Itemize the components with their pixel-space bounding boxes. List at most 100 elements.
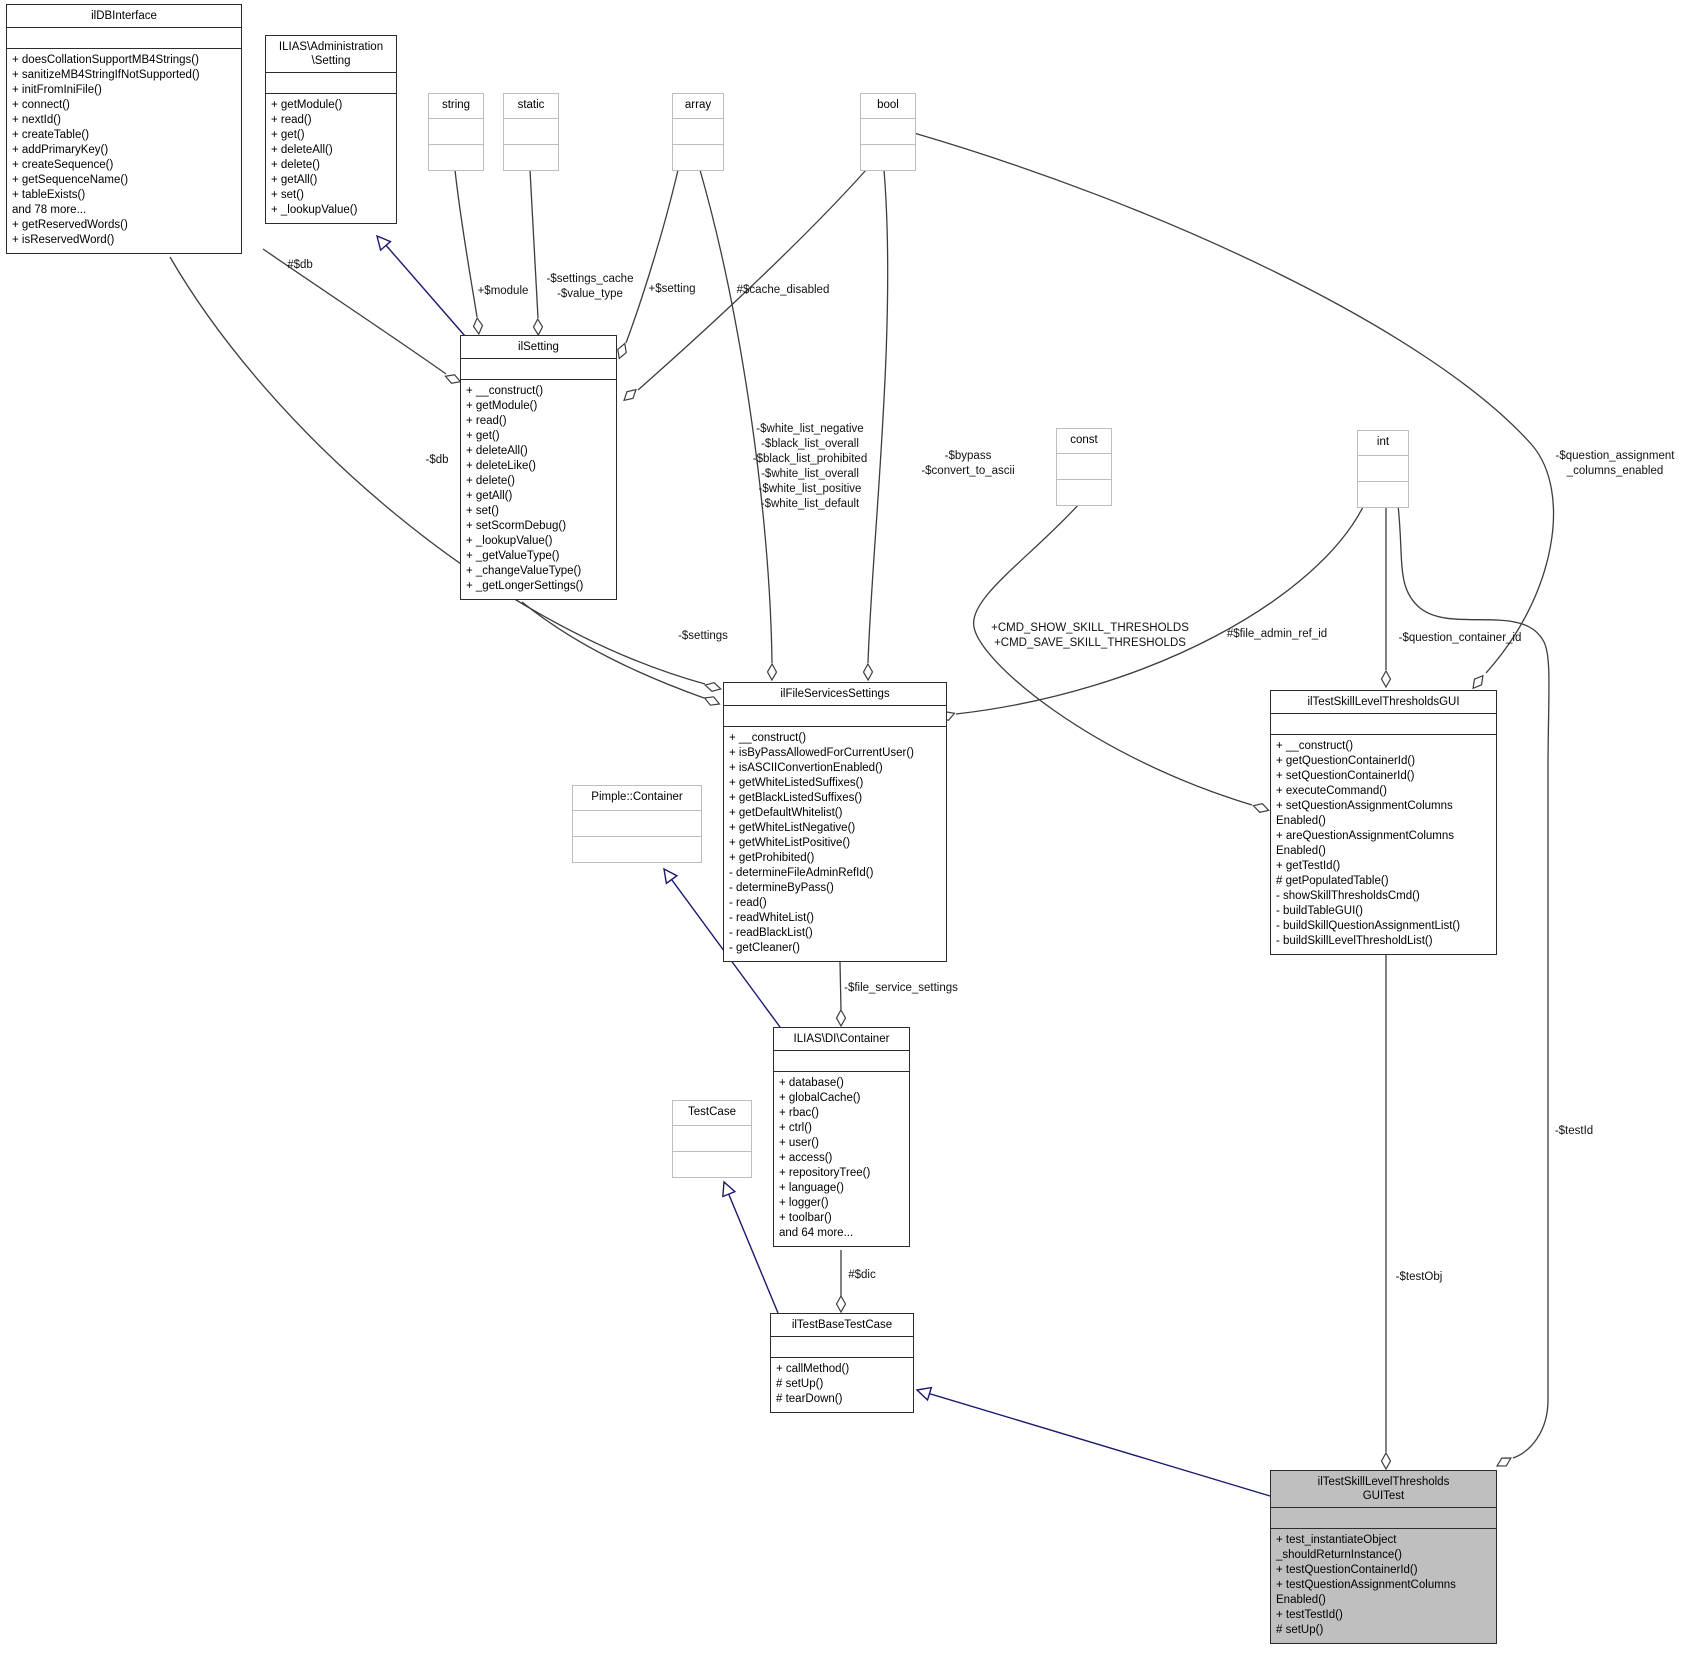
edge-ilsetting-bool bbox=[637, 169, 867, 391]
class-methods: + __construct()+ getModule()+ read()+ ge… bbox=[466, 385, 584, 592]
edge-label-testobj: -$testObj bbox=[1395, 1271, 1443, 1283]
arrow-inherit-testbase bbox=[915, 1386, 933, 1402]
empty-compartment bbox=[504, 119, 558, 145]
type-title: array bbox=[673, 94, 723, 119]
diamond-gui-questioncontainer bbox=[1380, 669, 1392, 689]
type-node-static[interactable]: static bbox=[503, 93, 559, 171]
edge-label-question-assignment: -$question_assignment _columns_enabled bbox=[1555, 450, 1675, 477]
edge-label-white-lists: -$white_list_negative -$black_list_overa… bbox=[752, 423, 868, 510]
diamond-ilsetting-cachedisabled bbox=[623, 388, 637, 402]
empty-compartment bbox=[673, 1152, 751, 1177]
class-node-testcase[interactable]: TestCase bbox=[672, 1100, 752, 1178]
diamond-guitest-testid bbox=[1496, 1457, 1512, 1467]
arrow-inherit-pimple bbox=[663, 867, 679, 885]
empty-compartment bbox=[1057, 454, 1111, 480]
empty-compartment bbox=[861, 119, 915, 145]
class-node-ilfileservicessettings[interactable]: ilFileServicesSettings + __construct()+ … bbox=[723, 682, 947, 962]
type-node-int[interactable]: int bbox=[1357, 430, 1409, 508]
class-node-iltestskilllevelthresholdsgui[interactable]: ilTestSkillLevelThresholdsGUI + __constr… bbox=[1270, 690, 1497, 955]
class-title: ilFileServicesSettings bbox=[724, 683, 946, 706]
diamond-guitest-testobj bbox=[1380, 1451, 1392, 1471]
class-title: ilTestBaseTestCase bbox=[771, 1314, 913, 1337]
edge-ilsetting-ildbinterface bbox=[262, 248, 447, 375]
edge-label-module: +$module bbox=[477, 285, 529, 297]
class-title: ilDBInterface bbox=[7, 5, 241, 28]
class-title: Pimple::Container bbox=[573, 786, 701, 811]
class-attributes-compartment bbox=[7, 28, 241, 49]
edge-label-settings-cache: -$settings_cache -$value_type bbox=[546, 273, 634, 300]
empty-compartment bbox=[1358, 482, 1408, 507]
class-node-ilsetting[interactable]: ilSetting + __construct()+ getModule()+ … bbox=[460, 335, 617, 600]
empty-compartment bbox=[504, 145, 558, 170]
class-node-di-container[interactable]: ILIAS\DI\Container + database()+ globalC… bbox=[773, 1027, 910, 1247]
diamond-fss-settings bbox=[703, 696, 721, 706]
arrow-inherit-testcase bbox=[722, 1180, 737, 1198]
empty-compartment bbox=[573, 811, 701, 837]
diamond-ilsetting-module bbox=[472, 316, 484, 336]
edge-guitest-int bbox=[1397, 504, 1550, 1459]
edge-label-question-container-id: -$question_container_id bbox=[1398, 632, 1522, 644]
class-methods: + getModule()+ read()+ get()+ deleteAll(… bbox=[271, 99, 358, 216]
edge-label-cmd-constants: +CMD_SHOW_SKILL_THRESHOLDS +CMD_SAVE_SKI… bbox=[991, 622, 1189, 649]
type-title: const bbox=[1057, 429, 1111, 454]
class-title: ILIAS\DI\Container bbox=[774, 1028, 909, 1051]
diamond-ilsetting-setting bbox=[617, 342, 627, 360]
empty-compartment bbox=[1057, 480, 1111, 505]
class-node-pimple-container[interactable]: Pimple::Container bbox=[572, 785, 702, 863]
edge-gui-const bbox=[973, 502, 1253, 806]
class-node-ildbinterface[interactable]: ilDBInterface + doesCollationSupportMB4S… bbox=[6, 4, 242, 254]
edge-label-file-service-settings: -$file_service_settings bbox=[844, 982, 958, 994]
class-methods: + database()+ globalCache()+ rbac()+ ctr… bbox=[779, 1077, 871, 1239]
diamond-fss-whitelists bbox=[766, 662, 778, 682]
class-attributes-compartment bbox=[1271, 1508, 1496, 1529]
diamond-ilsetting-cache bbox=[532, 317, 544, 337]
class-title: TestCase bbox=[673, 1101, 751, 1126]
type-title: static bbox=[504, 94, 558, 119]
edge-filesettings-bool bbox=[867, 169, 889, 664]
empty-compartment bbox=[429, 119, 483, 145]
class-title: ilSetting bbox=[461, 336, 616, 359]
class-methods: + __construct()+ isByPassAllowedForCurre… bbox=[729, 732, 915, 954]
class-attributes-compartment bbox=[266, 73, 396, 94]
type-node-array[interactable]: array bbox=[672, 93, 724, 171]
edge-label-setting: +$setting bbox=[648, 283, 696, 295]
diamond-testbase-dic bbox=[835, 1294, 847, 1314]
type-node-string[interactable]: string bbox=[428, 93, 484, 171]
diamond-fss-bypass bbox=[862, 662, 874, 682]
class-title: ILIAS\Administration \Setting bbox=[266, 36, 396, 73]
diamond-gui-cmd bbox=[1252, 803, 1270, 813]
diamond-gui-questionassignment bbox=[1472, 674, 1484, 690]
edge-label-testid: -$testId bbox=[1554, 1125, 1594, 1137]
edge-label-db-private: -$db bbox=[425, 454, 449, 466]
diamond-dicontainer-fss bbox=[835, 1008, 847, 1028]
edge-inherit-guitest-testbase bbox=[923, 1391, 1271, 1497]
edge-label-cache-disabled: #$cache_disabled bbox=[736, 284, 830, 296]
empty-compartment bbox=[573, 837, 701, 862]
class-node-iltestbasetestcase[interactable]: ilTestBaseTestCase + callMethod()# setUp… bbox=[770, 1313, 914, 1413]
empty-compartment bbox=[429, 145, 483, 170]
edge-filesettings-ilsetting bbox=[521, 601, 705, 699]
empty-compartment bbox=[673, 145, 723, 170]
edge-ilsetting-string bbox=[454, 169, 478, 318]
edge-inherit-testbase-testcase bbox=[726, 1189, 779, 1314]
empty-compartment bbox=[673, 1126, 751, 1152]
edge-ilsetting-array bbox=[625, 169, 679, 344]
class-methods: + __construct()+ getQuestionContainerId(… bbox=[1276, 740, 1461, 947]
class-attributes-compartment bbox=[771, 1337, 913, 1358]
edge-label-file-admin-ref-id: #$file_admin_ref_id bbox=[1226, 628, 1328, 640]
edge-ilsetting-static bbox=[529, 169, 539, 319]
type-node-const[interactable]: const bbox=[1056, 428, 1112, 506]
edge-gui-bool bbox=[913, 132, 1555, 674]
empty-compartment bbox=[861, 145, 915, 170]
class-node-administration-setting[interactable]: ILIAS\Administration \Setting + getModul… bbox=[265, 35, 397, 224]
class-methods: + test_instantiateObject_shouldReturnIns… bbox=[1276, 1534, 1456, 1636]
arrow-inherit-adminsetting bbox=[375, 234, 392, 252]
type-title: bool bbox=[861, 94, 915, 119]
type-node-bool[interactable]: bool bbox=[860, 93, 916, 171]
diamond-fss-db bbox=[704, 681, 722, 693]
edge-label-settings: -$settings bbox=[678, 630, 728, 642]
edge-dicontainer-filesettings bbox=[839, 961, 842, 1011]
class-node-iltestskilllevelthresholdsguitest[interactable]: ilTestSkillLevelThresholds GUITest + tes… bbox=[1270, 1470, 1497, 1644]
